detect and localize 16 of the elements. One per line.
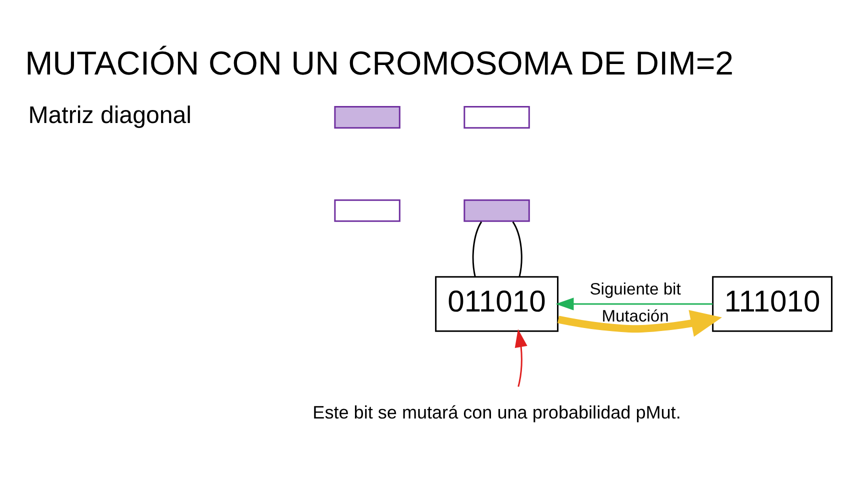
node-box (334, 198, 400, 222)
arrow (558, 309, 722, 336)
diagram-title: MUTACIÓN CON UN CROMOSOMA DE DIM=2 (25, 45, 734, 82)
arrow (514, 328, 528, 386)
node-box (464, 198, 530, 222)
connector (472, 220, 482, 276)
node-box: 011010 (435, 276, 558, 332)
node-box (334, 106, 400, 128)
edge-label: Siguiente bit (590, 279, 681, 298)
connector (512, 220, 522, 276)
arrow (556, 297, 713, 310)
node-text: Este bit se mutará con una probabilidad pMut. (312, 402, 681, 422)
node-box: 111010 (712, 276, 832, 332)
node-box (464, 106, 530, 128)
edge-label: Mutación (602, 306, 669, 326)
label: Matriz diagonal (28, 102, 192, 129)
